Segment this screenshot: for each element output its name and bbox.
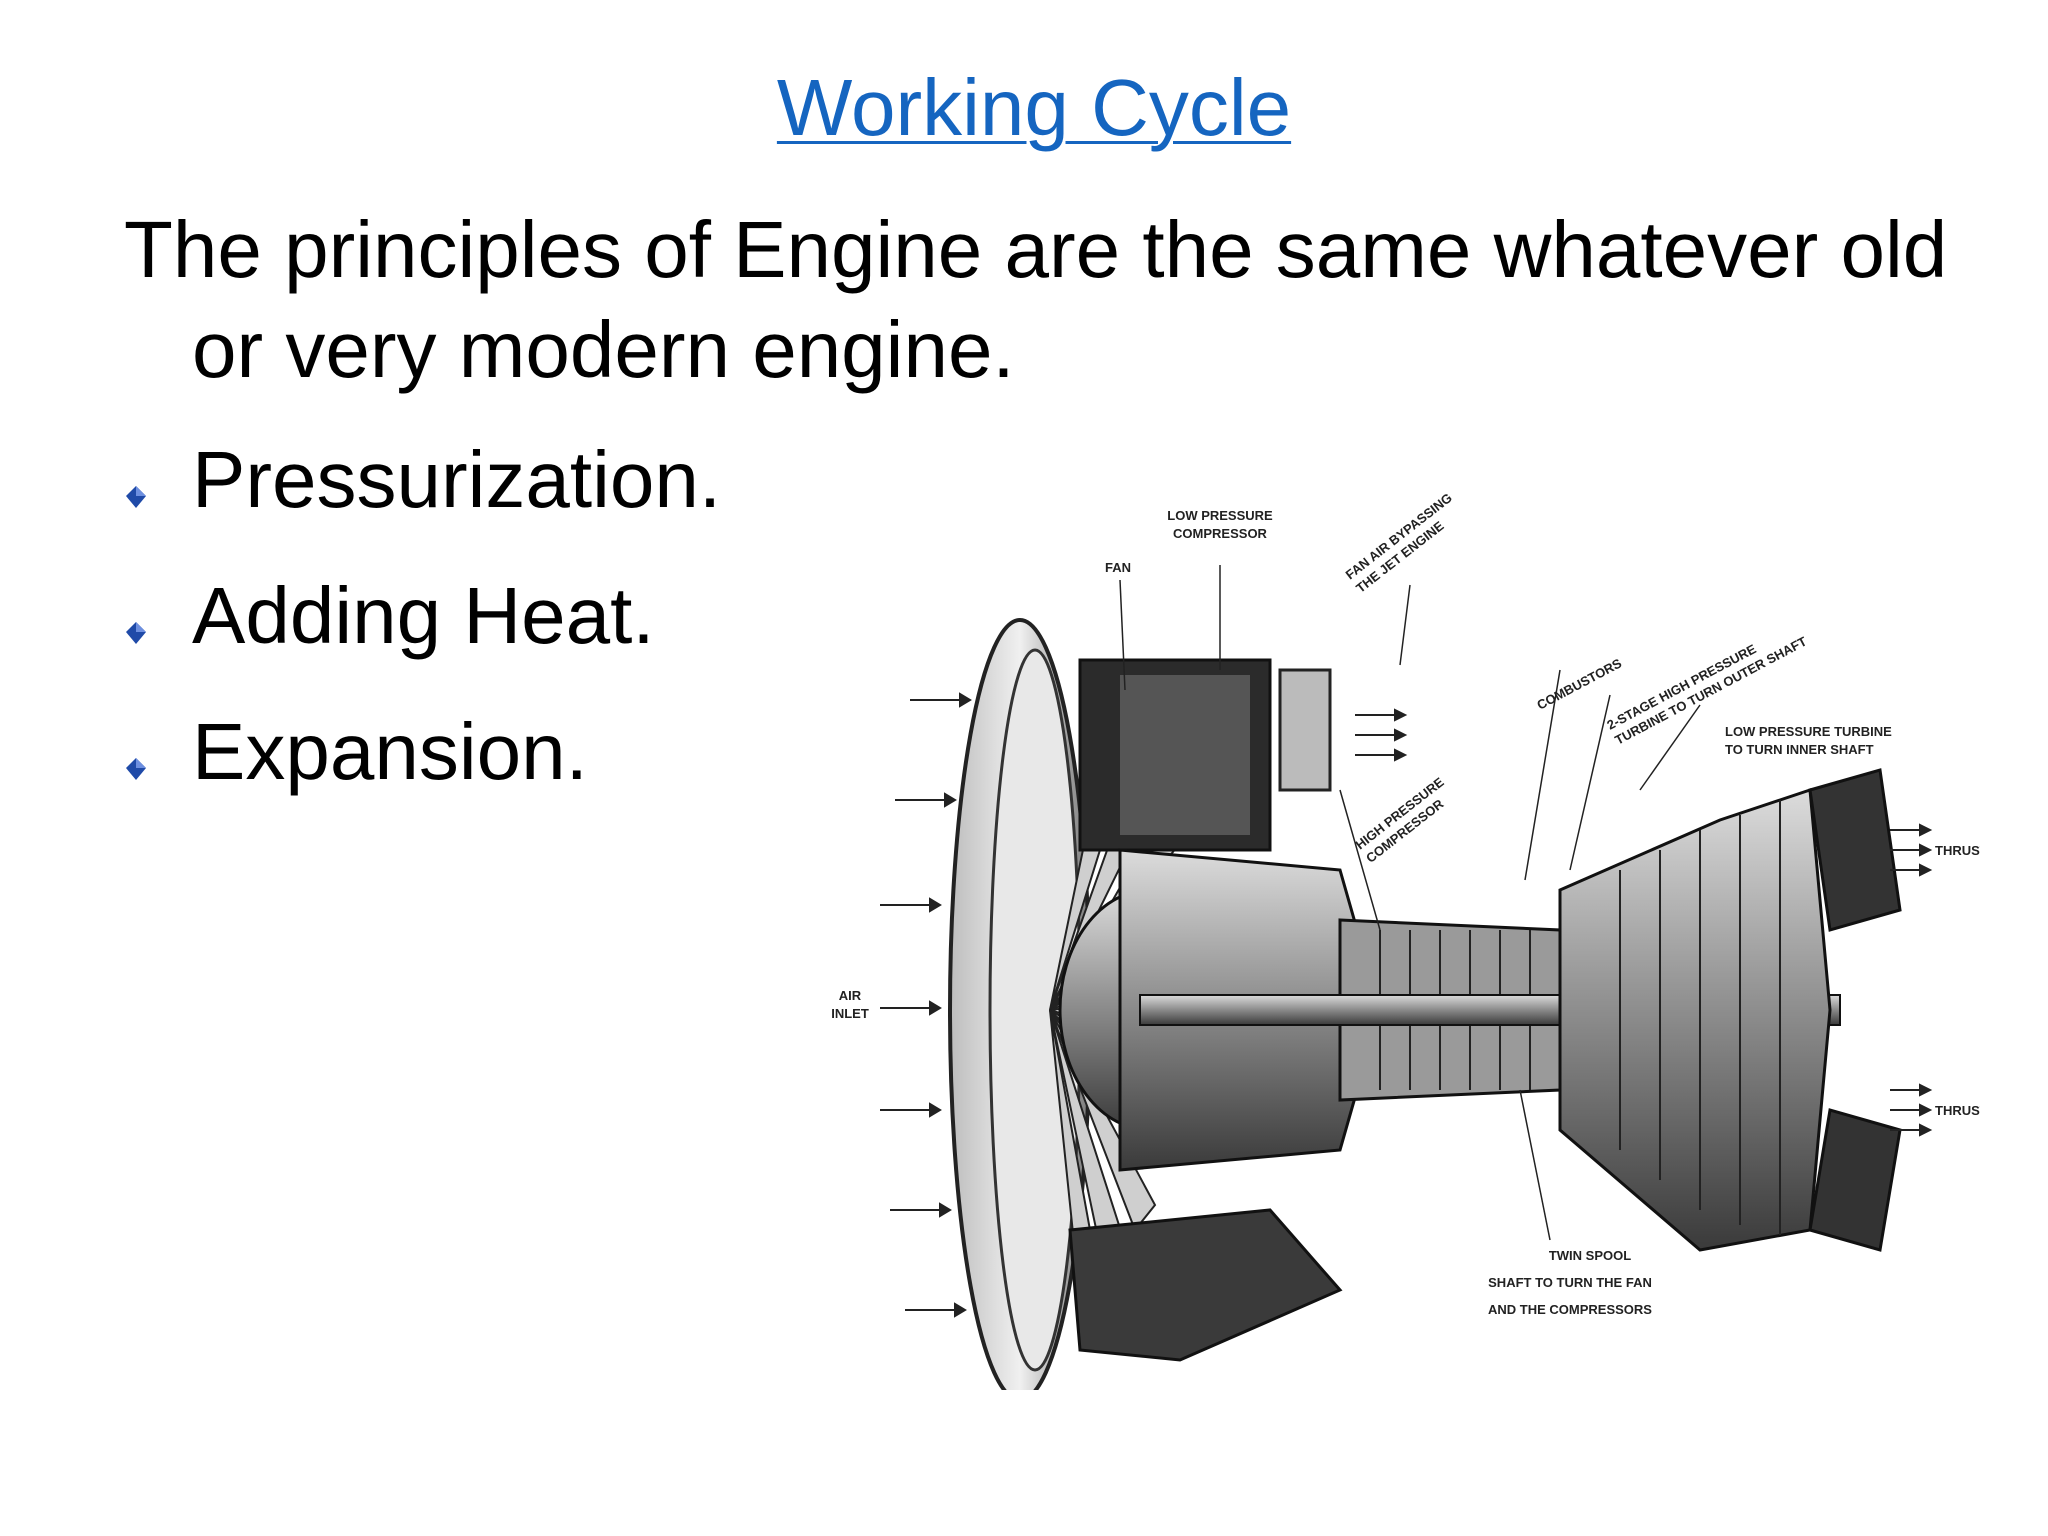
label-lp-compressor-line2: COMPRESSOR <box>1173 526 1268 541</box>
label-air-inlet-line2: INLET <box>831 1006 869 1021</box>
air-inlet-arrows <box>880 692 972 1318</box>
thrust-arrows-top <box>1890 823 1933 877</box>
exhaust-upper <box>1808 768 1902 932</box>
label-leader-lines <box>1119 565 1701 1241</box>
intro-paragraph: The principles of Engine are the same wh… <box>124 205 1948 394</box>
thrust-arrows-bottom <box>1890 1083 1933 1137</box>
label-fan: FAN <box>1105 560 1131 575</box>
label-lp-turbine: LOW PRESSURE TURBINE <box>1725 724 1892 739</box>
label-combustors: COMBUSTORS <box>1534 655 1624 712</box>
label-twin-spool-line3: AND THE COMPRESSORS <box>1488 1302 1652 1317</box>
turbine-section <box>1558 787 1832 1252</box>
label-air-inlet: AIR <box>839 988 862 1003</box>
blue-diamond-bullet-icon <box>126 486 146 508</box>
bullet-list: Pressurization. Adding Heat. Expansion. <box>124 430 721 838</box>
jet-engine-cutaway-illustration: LOW PRESSURE COMPRESSOR FAN FAN AIR BYPA… <box>831 490 1980 1390</box>
bullet-text: Pressurization. <box>192 435 722 524</box>
label-lp-turbine-line2: TO TURN INNER SHAFT <box>1725 742 1874 757</box>
label-twin-spool: TWIN SPOOL <box>1549 1248 1631 1263</box>
bypass-arrows <box>1355 708 1408 762</box>
label-lp-compressor: LOW PRESSURE <box>1167 508 1273 523</box>
list-item: Expansion. <box>124 702 721 838</box>
list-item: Pressurization. <box>124 430 721 566</box>
bullet-text: Expansion. <box>192 707 588 796</box>
label-twin-spool-line2: SHAFT TO TURN THE FAN <box>1488 1275 1652 1290</box>
bullet-text: Adding Heat. <box>192 571 655 660</box>
slide-title: Working Cycle <box>776 63 1292 152</box>
exhaust-lower <box>1808 1108 1902 1252</box>
blue-diamond-bullet-icon <box>126 758 146 780</box>
blue-diamond-bullet-icon <box>126 622 146 644</box>
list-item: Adding Heat. <box>124 566 721 702</box>
label-hp-turbine: 2-STAGE HIGH PRESSURE <box>1604 641 1758 733</box>
